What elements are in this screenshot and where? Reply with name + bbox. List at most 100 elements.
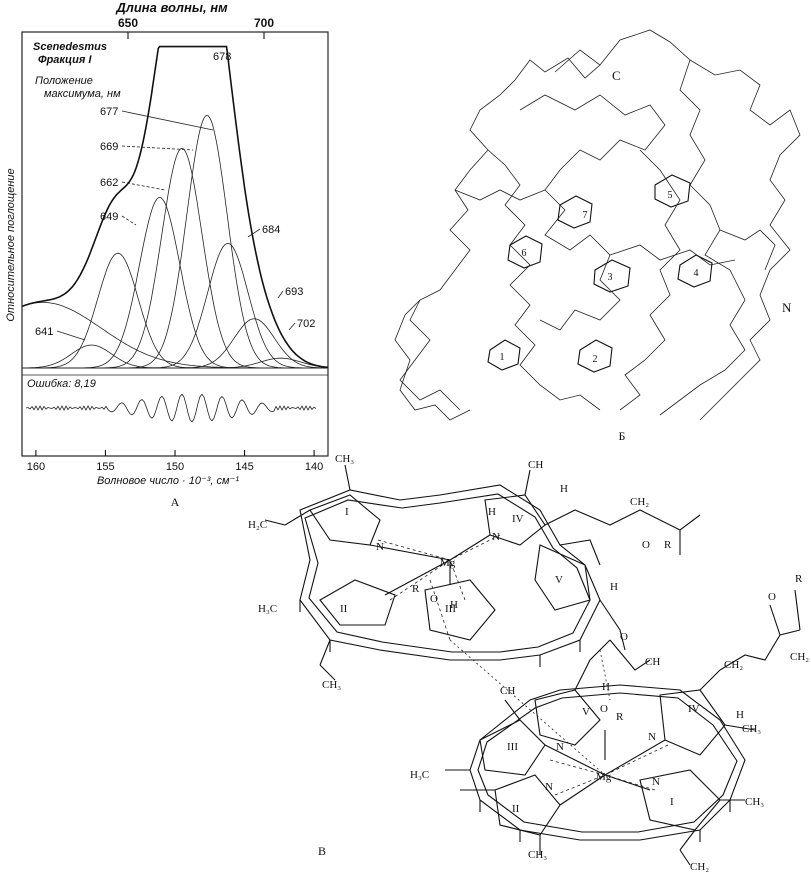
label-o-lower-2: O	[768, 591, 776, 603]
label-ring-v-upper: V	[555, 574, 563, 586]
panel-a-spectrum: Длина волны, нм 650 700 Scenedesmus Фрак…	[5, 0, 329, 509]
label-n-lower-2: N	[648, 731, 656, 743]
peak-label-641: 641	[35, 326, 53, 338]
bottom-tick-marks	[35, 450, 315, 456]
label-h-lower-2: H	[736, 709, 744, 721]
peak-label-669: 669	[100, 141, 118, 153]
label-r-lower-2: R	[795, 573, 803, 585]
bottom-tick-label-150: 150	[166, 461, 184, 473]
chromophore-number-7: 7	[583, 210, 588, 221]
component-curve-662	[22, 196, 328, 369]
lower-substituents	[445, 589, 801, 866]
label-ch-upper: CH	[528, 459, 543, 471]
gaussian-components	[21, 114, 329, 369]
peak-label-662: 662	[100, 177, 118, 189]
upper-mg-coordination	[377, 534, 501, 641]
label-ring-iv-upper: IV	[512, 513, 524, 525]
top-tick-marks	[127, 32, 265, 39]
label-ch2-lower-2: CH₂	[790, 651, 809, 663]
peak-leader-702	[288, 322, 296, 331]
x-axis-label: Волновое число · 10⁻³, см⁻¹	[97, 475, 239, 487]
fraction-label: Фракция I	[38, 54, 92, 66]
label-ch-lower-2: CH	[645, 656, 660, 668]
label-h-upper-2: H	[488, 506, 496, 518]
envelope-curve	[21, 45, 329, 369]
label-ring-ii-upper: II	[340, 603, 348, 615]
chromophore-number-5: 5	[668, 190, 673, 201]
top-tick-700: 700	[254, 16, 274, 30]
chromophore-number-2: 2	[593, 354, 598, 365]
peak-leader-649	[121, 215, 137, 226]
chromophore-number-1: 1	[500, 352, 505, 363]
inter-ring-bridge	[449, 639, 611, 776]
peak-label-693: 693	[285, 286, 303, 298]
panel-b-letter: Б	[619, 429, 626, 443]
label-ch2-vinyl-lower: CH₂	[690, 861, 709, 872]
label-n-lower-4: N	[652, 776, 660, 788]
component-curve-693	[22, 318, 328, 369]
chromophore-number-6: 6	[522, 248, 527, 259]
y-axis-label: Относительное поглощение	[5, 168, 17, 321]
label-n-upper-1: N	[376, 541, 384, 553]
label-mg-upper: Mg	[440, 557, 456, 569]
peak-leader-662	[121, 181, 166, 191]
label-r-upper: R	[412, 583, 420, 595]
panel-a-letter: А	[171, 495, 180, 509]
label-h-upper-3: H	[610, 581, 618, 593]
label-h-upper-1: H	[560, 483, 568, 495]
label-h3c-upper: H₃C	[258, 603, 277, 615]
label-h3c-lower: H₃C	[410, 769, 429, 781]
chromophore-number-3: 3	[608, 272, 613, 283]
label-r-upper-2: R	[664, 539, 672, 551]
label-ring-ii-lower: II	[512, 803, 520, 815]
label-o-lower-3: O	[620, 631, 628, 643]
label-ring-iii-lower: III	[507, 741, 518, 753]
label-ch3-lower-side: CH₃	[742, 723, 761, 735]
panel-v-letter: В	[318, 844, 326, 858]
upper-macrocycle	[299, 484, 601, 667]
n-terminus-label: N	[782, 300, 792, 315]
label-ch2-upper: CH₂	[630, 496, 649, 508]
label-o-upper: O	[430, 593, 438, 605]
label-o-lower: O	[600, 703, 608, 715]
error-label: Ошибка: 8,19	[27, 378, 96, 390]
label-ring-i-lower: I	[670, 796, 674, 808]
organism-label: Scenedesmus	[33, 41, 107, 53]
label-n-lower-3: N	[545, 781, 553, 793]
peak-label-649: 649	[100, 211, 118, 223]
peak-leader-693	[277, 290, 284, 299]
component-curve-702	[22, 357, 329, 369]
peak-leader-677	[121, 110, 214, 131]
label-mg-lower: Mg	[596, 771, 612, 783]
residual-curve	[25, 393, 317, 423]
backbone-trace	[394, 29, 801, 421]
label-ch3-top-left: CH₃	[335, 453, 354, 465]
peak-leader-lines	[56, 110, 296, 341]
chromophore-rings	[487, 174, 713, 373]
label-ch-lower: CH	[500, 685, 515, 697]
lower-mg-coordination	[549, 744, 669, 796]
peak-label-684: 684	[262, 224, 280, 236]
upper-substituents	[264, 464, 701, 681]
bottom-tick-label-140: 140	[305, 461, 323, 473]
label-h-upper: H	[450, 599, 458, 611]
label-ring-iv-lower: IV	[688, 703, 700, 715]
label-ch2-lower: CH₂	[724, 659, 743, 671]
peak-leader-669	[121, 145, 194, 151]
label-h-lower: H	[602, 681, 610, 693]
bottom-tick-label-160: 160	[27, 461, 45, 473]
label-o-upper-2: O	[642, 539, 650, 551]
label-ring-v-lower: V	[582, 706, 590, 718]
label-h2c-vinyl-upper: H₂C	[248, 519, 267, 531]
bottom-tick-label-145: 145	[235, 461, 253, 473]
component-curve-649	[22, 252, 328, 369]
label-n-lower-1: N	[556, 741, 564, 753]
label-ring-iii-upper: III	[445, 603, 456, 615]
label-ch3-upper-bottom: CH₃	[322, 679, 341, 691]
